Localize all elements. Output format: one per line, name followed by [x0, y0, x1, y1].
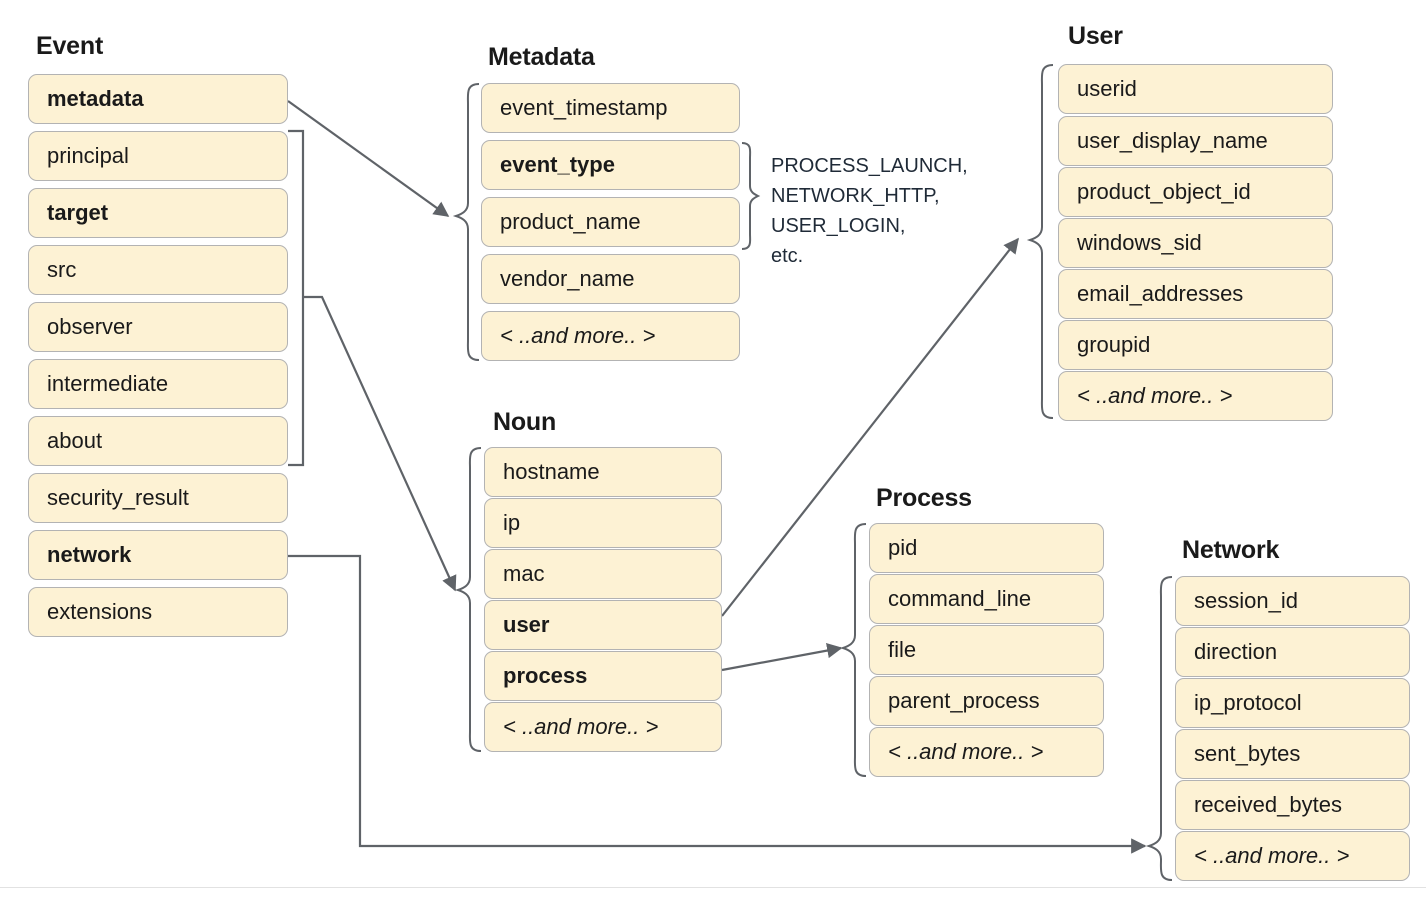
network-brace [1145, 576, 1173, 881]
field-user-display-name[interactable]: user_display_name [1058, 116, 1333, 166]
group-title-event: Event [36, 32, 104, 60]
event-type-brace [741, 142, 761, 250]
field-event-observer[interactable]: observer [28, 302, 288, 352]
field-process-parent-process[interactable]: parent_process [869, 676, 1104, 726]
field-event-about[interactable]: about [28, 416, 288, 466]
field-metadata-more[interactable]: < ..and more.. > [481, 311, 740, 361]
field-network-session-id[interactable]: session_id [1175, 576, 1410, 626]
group-title-metadata: Metadata [488, 43, 595, 71]
field-user-windows-sid[interactable]: windows_sid [1058, 218, 1333, 268]
connector-noun-process [721, 642, 843, 672]
event-subgroup-bracket [288, 129, 305, 467]
group-title-network: Network [1182, 536, 1280, 564]
group-title-noun: Noun [493, 408, 557, 436]
field-network-more[interactable]: < ..and more.. > [1175, 831, 1410, 881]
annotation-event-type-values: PROCESS_LAUNCH, NETWORK_HTTP, USER_LOGIN… [771, 155, 968, 267]
field-event-metadata[interactable]: metadata [28, 74, 288, 124]
field-event-target[interactable]: target [28, 188, 288, 238]
field-user-groupid[interactable]: groupid [1058, 320, 1333, 370]
field-metadata-vendor-name[interactable]: vendor_name [481, 254, 740, 304]
field-event-extensions[interactable]: extensions [28, 587, 288, 637]
field-event-src[interactable]: src [28, 245, 288, 295]
field-process-pid[interactable]: pid [869, 523, 1104, 573]
field-process-file[interactable]: file [869, 625, 1104, 675]
field-user-product-object-id[interactable]: product_object_id [1058, 167, 1333, 217]
field-noun-process[interactable]: process [484, 651, 722, 701]
field-user-email-addresses[interactable]: email_addresses [1058, 269, 1333, 319]
field-user-userid[interactable]: userid [1058, 64, 1333, 114]
group-title-process: Process [876, 484, 972, 512]
field-event-network[interactable]: network [28, 530, 288, 580]
field-event-intermediate[interactable]: intermediate [28, 359, 288, 409]
field-metadata-event-type[interactable]: event_type [481, 140, 740, 190]
process-brace [839, 523, 867, 777]
field-noun-more[interactable]: < ..and more.. > [484, 702, 722, 752]
field-metadata-product-name[interactable]: product_name [481, 197, 740, 247]
field-noun-hostname[interactable]: hostname [484, 447, 722, 497]
connector-event-noun [303, 295, 457, 592]
field-noun-ip[interactable]: ip [484, 498, 722, 548]
group-title-user: User [1068, 22, 1123, 50]
connector-metadata [287, 100, 450, 217]
bottom-divider [0, 887, 1426, 888]
field-metadata-event-timestamp[interactable]: event_timestamp [481, 83, 740, 133]
field-event-security-result[interactable]: security_result [28, 473, 288, 523]
field-user-more[interactable]: < ..and more.. > [1058, 371, 1333, 421]
field-network-ip-protocol[interactable]: ip_protocol [1175, 678, 1410, 728]
field-noun-mac[interactable]: mac [484, 549, 722, 599]
field-network-direction[interactable]: direction [1175, 627, 1410, 677]
user-brace [1026, 64, 1054, 419]
field-process-more[interactable]: < ..and more.. > [869, 727, 1104, 777]
noun-brace [454, 447, 482, 752]
field-event-principal[interactable]: principal [28, 131, 288, 181]
field-process-command-line[interactable]: command_line [869, 574, 1104, 624]
field-network-sent-bytes[interactable]: sent_bytes [1175, 729, 1410, 779]
field-network-received-bytes[interactable]: received_bytes [1175, 780, 1410, 830]
field-noun-user[interactable]: user [484, 600, 722, 650]
metadata-brace [452, 83, 480, 361]
